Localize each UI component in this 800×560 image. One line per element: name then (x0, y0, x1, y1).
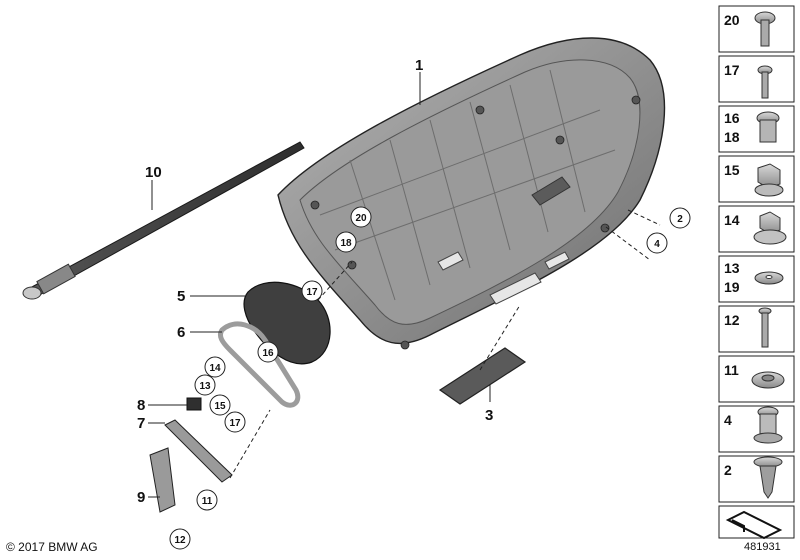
circled-14: 14 (209, 363, 221, 374)
trim-panel (277, 37, 666, 350)
callout-9: 9 (137, 489, 145, 506)
circled-20: 20 (355, 213, 367, 224)
circled-12: 12 (174, 535, 186, 546)
washer-icon (754, 271, 784, 285)
sidebar-label-18: 18 (724, 129, 740, 145)
small-clip (186, 397, 202, 411)
sidebar-label-12: 12 (724, 312, 740, 328)
sidebar-label-11: 11 (724, 362, 739, 378)
circled-18: 18 (340, 238, 352, 249)
circled-15: 15 (214, 401, 226, 412)
callout-1: 1 (415, 57, 423, 74)
screw-20-icon (754, 11, 776, 47)
handle-recess (438, 347, 527, 405)
clip-4-icon (753, 406, 783, 444)
copyright-text: © 2017 BMW AG (6, 540, 98, 554)
circled-17-a: 17 (306, 287, 318, 298)
callout-5: 5 (177, 288, 185, 305)
circled-17-b: 17 (229, 418, 241, 429)
parts-sidebar: 20 17 16 18 15 14 13 19 12 11 4 2 (718, 5, 795, 540)
circled-callouts (169, 206, 691, 550)
cup-washer-icon (751, 371, 785, 389)
sidebar-label-4: 4 (724, 412, 732, 428)
sidebar-label-14: 14 (724, 212, 740, 228)
hook-bracket (149, 447, 176, 513)
flange-nut-14-icon (753, 211, 787, 245)
circled-2: 2 (677, 214, 683, 225)
sidebar-label-19: 19 (724, 279, 740, 295)
circled-4: 4 (654, 239, 660, 250)
callout-6: 6 (177, 324, 185, 341)
callout-8: 8 (137, 397, 145, 414)
callout-3: 3 (485, 407, 493, 424)
circled-16: 16 (262, 348, 274, 359)
screw-17-icon (757, 65, 773, 99)
callout-7: 7 (137, 415, 145, 432)
circled-13: 13 (199, 381, 211, 392)
image-id: 481931 (744, 541, 781, 553)
sidebar-label-13: 13 (724, 260, 740, 276)
expansion-nut-icon (756, 111, 780, 143)
assembly-symbol-icon (725, 510, 783, 540)
hex-nut-15-icon (754, 163, 784, 197)
sidebar-label-17: 17 (724, 62, 740, 78)
bracket-strip (164, 419, 233, 483)
bolt-12-icon (758, 307, 772, 348)
sidebar-label-16: 16 (724, 110, 740, 126)
circled-11: 11 (202, 496, 213, 507)
push-clip-2-icon (753, 456, 783, 499)
sidebar-label-2: 2 (724, 462, 732, 478)
sidebar-label-20: 20 (724, 12, 740, 28)
callout-10: 10 (145, 164, 162, 181)
sidebar-label-15: 15 (724, 162, 740, 178)
tension-rod (22, 141, 305, 300)
grip-frame (217, 321, 301, 408)
